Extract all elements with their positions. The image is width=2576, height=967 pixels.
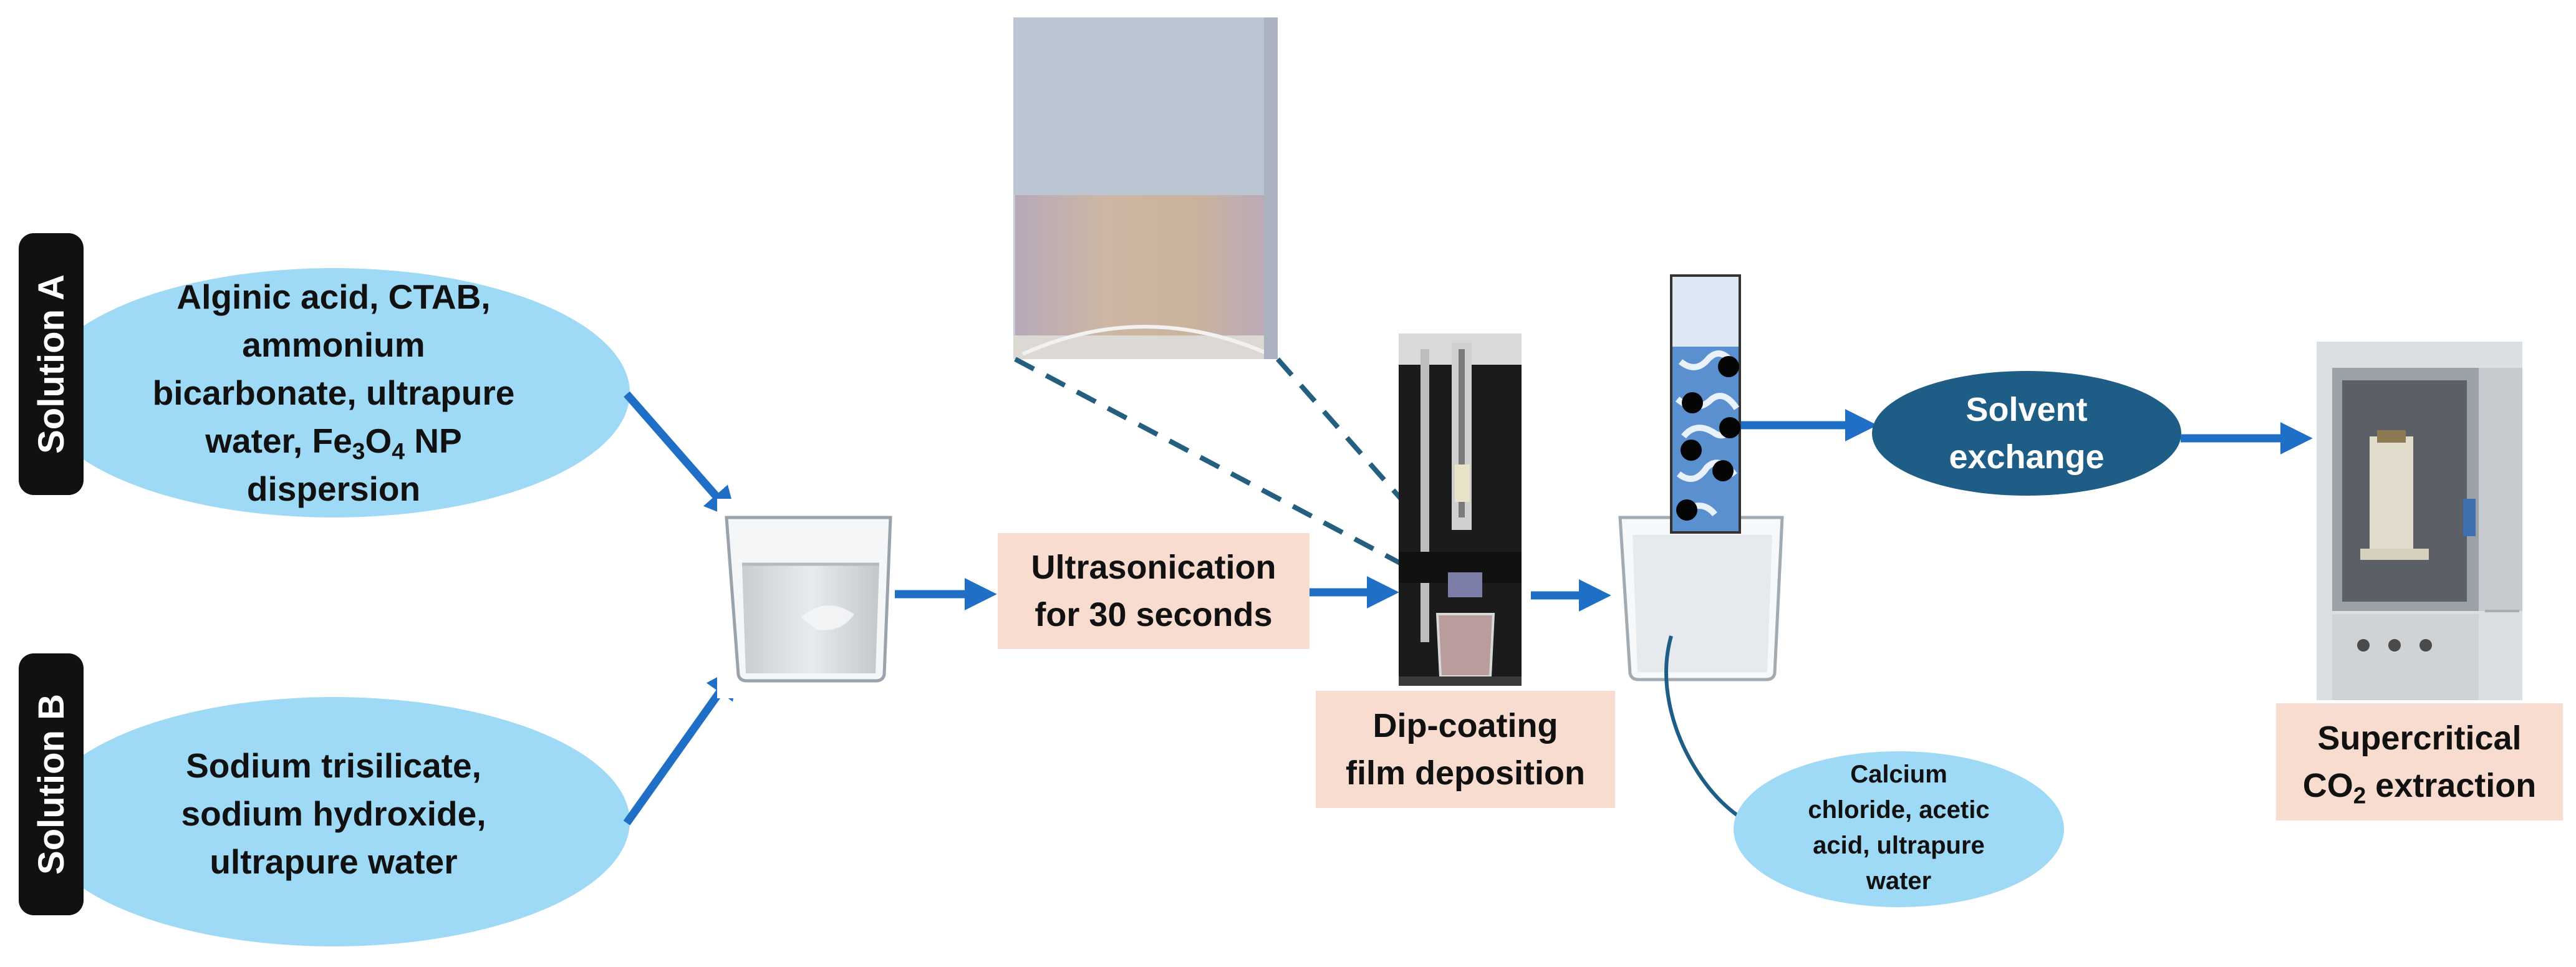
nanoparticle-dot bbox=[1712, 460, 1734, 481]
gelation-beaker-illustration bbox=[1618, 516, 1784, 681]
mixing-beaker-photo bbox=[717, 499, 904, 698]
nanoparticle-dot bbox=[1676, 499, 1697, 521]
dip-coating-step: Dip-coating film deposition bbox=[1316, 691, 1615, 808]
subscript: 4 bbox=[392, 437, 405, 464]
dip-coating-line: Dip-coating bbox=[1372, 707, 1558, 744]
solution-a-line: water, Fe bbox=[205, 421, 352, 460]
calcium-chloride-solution: Calcium chloride, acetic acid, ultrapure… bbox=[1758, 753, 2039, 903]
nanoparticle-dot bbox=[1681, 440, 1702, 461]
nanoparticle-dot bbox=[1718, 356, 1739, 377]
supercritical-line: Supercritical bbox=[2317, 719, 2522, 757]
zoom-line-left bbox=[1014, 357, 1445, 589]
solution-b-tab: Solution B bbox=[19, 653, 84, 915]
arrow-solution-b-to-beaker bbox=[623, 666, 739, 825]
solution-b-label: Solution B bbox=[31, 694, 72, 875]
solvent-line: exchange bbox=[1949, 438, 2105, 476]
nanoparticle-dot bbox=[1682, 392, 1703, 413]
film-closeup-photo bbox=[1013, 17, 1278, 359]
solution-a-ingredients: Alginic acid, CTAB, ammonium bicarbonate… bbox=[112, 268, 555, 517]
calcium-line: chloride, acetic bbox=[1808, 796, 1990, 824]
solution-a-line: Alginic acid, CTAB, bbox=[176, 277, 491, 316]
ultrasonication-line: for 30 seconds bbox=[1035, 596, 1273, 633]
solution-b-line: Sodium trisilicate, bbox=[186, 746, 481, 785]
solvent-line: Solvent bbox=[1966, 391, 2088, 428]
supercritical-extraction-step: Supercritical CO2 extraction bbox=[2276, 703, 2563, 820]
ultrasonication-line: Ultrasonication bbox=[1031, 549, 1276, 586]
coated-slide-illustration bbox=[1670, 274, 1741, 534]
calcium-line: water bbox=[1866, 867, 1932, 895]
dip-coater-photo bbox=[1399, 334, 1522, 686]
solvent-exchange-oval bbox=[1872, 371, 2181, 496]
calcium-oval bbox=[1734, 751, 2064, 907]
calcium-line: Calcium bbox=[1850, 761, 1947, 788]
supercritical-line: extraction bbox=[2366, 767, 2537, 804]
solution-a-oval bbox=[37, 268, 630, 517]
dip-coating-line: film deposition bbox=[1346, 754, 1585, 792]
solution-a-line: ammonium bbox=[242, 325, 425, 364]
solvent-exchange-step: Solvent exchange bbox=[1877, 383, 2176, 483]
solution-a-line: O bbox=[365, 421, 392, 460]
supercritical-line: CO bbox=[2302, 767, 2353, 804]
solution-a-line: bicarbonate, ultrapure bbox=[152, 373, 515, 412]
arrow-solution-a-to-beaker bbox=[624, 391, 737, 520]
nanoparticle-dot bbox=[1719, 417, 1740, 438]
solution-a-line: NP bbox=[405, 421, 462, 460]
solution-a-line: dispersion bbox=[246, 469, 421, 508]
calcium-line: acid, ultrapure bbox=[1813, 832, 1985, 859]
solution-a-label: Solution A bbox=[31, 274, 72, 454]
solution-b-oval bbox=[37, 697, 630, 946]
ultrasonication-step: Ultrasonication for 30 seconds bbox=[998, 533, 1310, 649]
subscript: 2 bbox=[2353, 782, 2366, 809]
supercritical-extractor-photo bbox=[2317, 342, 2522, 700]
solution-b-ingredients: Sodium trisilicate, sodium hydroxide, ul… bbox=[112, 736, 555, 892]
solution-a-tab: Solution A bbox=[19, 233, 84, 495]
solution-b-line: ultrapure water bbox=[210, 842, 458, 881]
solution-b-line: sodium hydroxide, bbox=[181, 794, 486, 833]
subscript: 3 bbox=[352, 437, 365, 464]
